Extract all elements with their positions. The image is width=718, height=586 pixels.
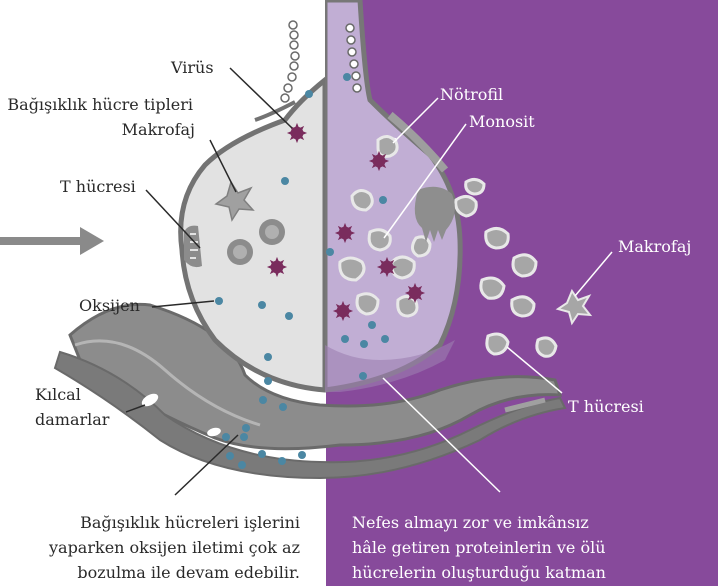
caption-right-line-2: hâle getiren proteinlerin ve ölü (352, 538, 606, 557)
label-oxygen: Oksijen (79, 296, 140, 315)
virus-right-2 (335, 223, 355, 243)
caption-right-line-1: Nefes almayı zor ve imkânsız (352, 513, 589, 532)
caption-left-line-2: yaparken oksijen iletimi çok az (48, 538, 300, 557)
label-macrophage-right: Makrofaj (618, 237, 691, 256)
virus-left-2 (267, 257, 287, 277)
caption-left-line-1: Bağışıklık hücreleri işlerini (80, 513, 300, 532)
label-macrophage-left: Makrofaj (122, 120, 195, 139)
caption-left: Bağışıklık hücreleri işlerini yaparken o… (48, 513, 300, 582)
label-capillaries-1: Kılcal (35, 385, 81, 404)
label-t-cell-left: T hücresi (60, 177, 136, 196)
label-capillaries-2: damarlar (35, 410, 110, 429)
label-neutrophil: Nötrofil (440, 85, 503, 104)
caption-left-line-3: bozulma ile devam edebilir. (77, 563, 300, 582)
virus-right-5 (405, 283, 425, 303)
virus-right-4 (333, 301, 353, 321)
label-immune-cell-types: Bağışıklık hücre tipleri (7, 95, 193, 114)
label-monocyte: Monosit (469, 112, 535, 131)
label-virus: Virüs (170, 58, 214, 77)
virus-right-1 (369, 151, 389, 171)
label-t-cell-right: T hücresi (568, 397, 644, 416)
caption-right: Nefes almayı zor ve imkânsız hâle getire… (352, 513, 606, 582)
caption-right-line-3: hücrelerin oluşturduğu katman (352, 563, 606, 582)
virus-right-3 (377, 257, 397, 277)
